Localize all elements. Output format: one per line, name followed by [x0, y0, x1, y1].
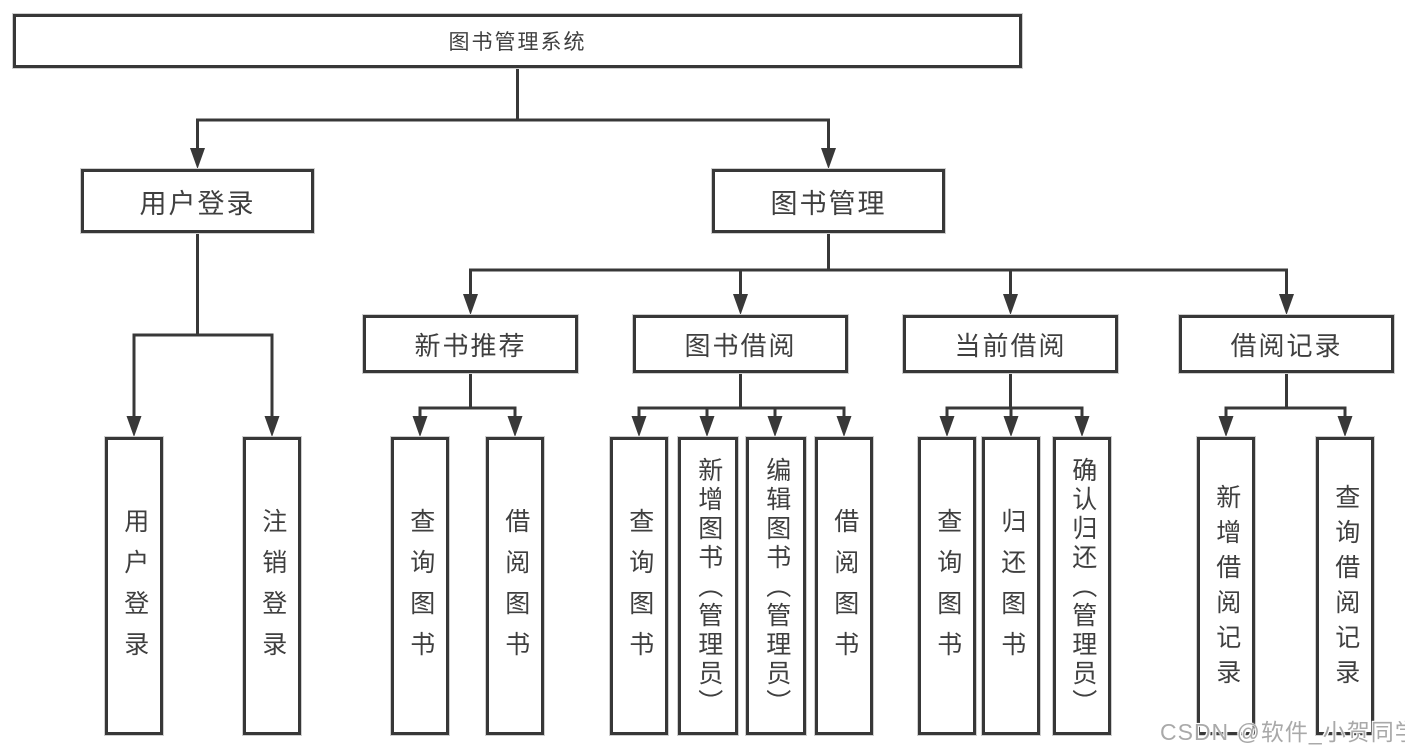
- leaf-borrowing-borrow-books: 借阅图书: [815, 437, 873, 735]
- node-borrowing-records: 借阅记录: [1179, 315, 1394, 373]
- leaf-label: 确认归还（管理员）: [1068, 456, 1097, 718]
- leaf-label: 查询图书: [625, 508, 654, 672]
- node-new-book-recommendation: 新书推荐: [363, 315, 578, 373]
- leaf-borrowing-edit-book-admin: 编辑图书（管理员）: [746, 437, 806, 735]
- leaf-current-search-books: 查询图书: [918, 437, 976, 735]
- connector-tree: [132, 66, 1347, 423]
- leaf-label: 查询借阅记录: [1331, 483, 1360, 694]
- node-library-management-system: 图书管理系统: [13, 14, 1022, 68]
- leaf-newbook-borrow-books: 借阅图书: [486, 437, 544, 735]
- node-current-borrowing: 当前借阅: [903, 315, 1118, 373]
- leaf-label: 编辑图书（管理员）: [762, 456, 791, 718]
- arrowheads: [126, 148, 1353, 437]
- leaf-user-login: 用户登录: [105, 437, 163, 735]
- node-label: 新书推荐: [414, 330, 527, 361]
- node-label: 图书借阅: [684, 330, 797, 361]
- leaf-borrowing-search-books: 查询图书: [610, 437, 668, 735]
- node-user-login: 用户登录: [81, 169, 314, 233]
- node-label: 图书管理系统: [448, 31, 587, 54]
- leaf-label: 归还图书: [997, 508, 1026, 672]
- leaf-label: 注销登录: [258, 508, 287, 672]
- node-label: 当前借阅: [954, 330, 1067, 361]
- leaf-label: 借阅图书: [501, 508, 530, 672]
- node-label: 借阅记录: [1230, 330, 1343, 361]
- leaf-label: 新增借阅记录: [1212, 483, 1241, 694]
- leaf-label: 借阅图书: [830, 508, 859, 672]
- leaf-label: 查询图书: [933, 508, 962, 672]
- leaf-borrowing-add-book-admin: 新增图书（管理员）: [678, 437, 738, 735]
- node-label: 图书管理: [770, 188, 887, 219]
- leaf-newbook-search-books: 查询图书: [391, 437, 449, 735]
- leaf-label: 新增图书（管理员）: [694, 456, 723, 718]
- leaf-current-confirm-return-admin: 确认归还（管理员）: [1053, 437, 1111, 735]
- leaf-label: 用户登录: [120, 508, 149, 672]
- leaf-records-add-record: 新增借阅记录: [1197, 437, 1255, 735]
- leaf-current-return-books: 归还图书: [982, 437, 1040, 735]
- node-label: 用户登录: [139, 188, 256, 219]
- node-book-management: 图书管理: [712, 169, 945, 233]
- leaf-records-search-record: 查询借阅记录: [1316, 437, 1374, 735]
- node-book-borrowing: 图书借阅: [633, 315, 848, 373]
- leaf-label: 查询图书: [406, 508, 435, 672]
- leaf-logout: 注销登录: [243, 437, 301, 735]
